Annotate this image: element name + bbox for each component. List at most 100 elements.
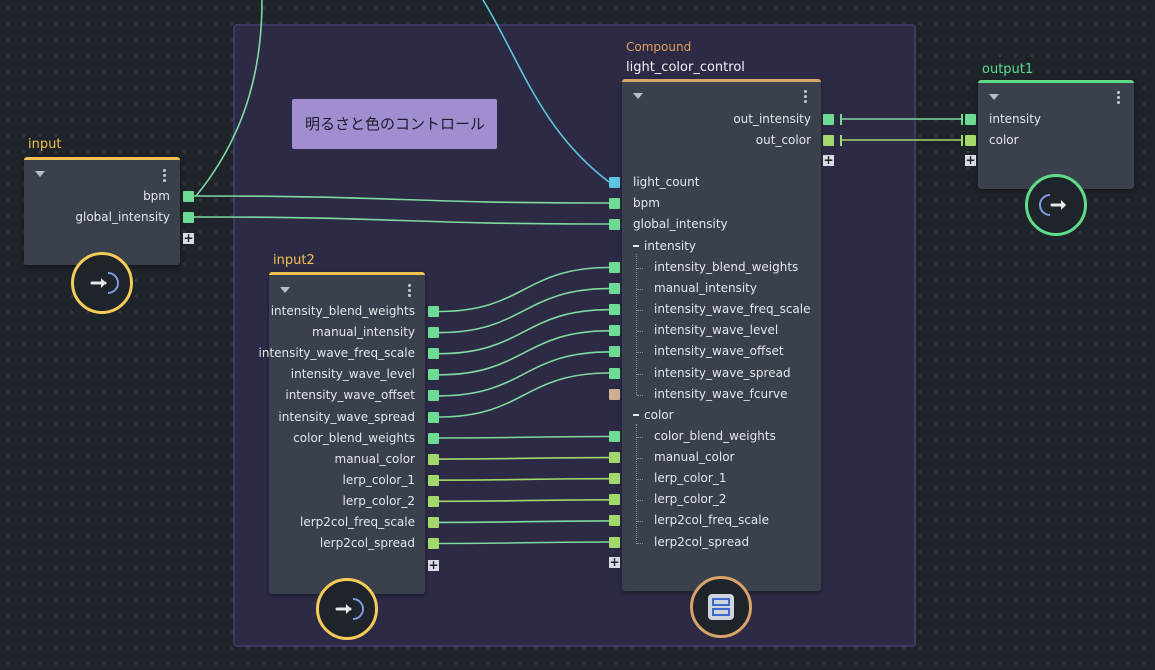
- output-port[interactable]: [428, 432, 439, 444]
- output-port[interactable]: [183, 191, 194, 202]
- add-port-button[interactable]: +: [823, 153, 834, 167]
- compound-node[interactable]: [622, 79, 821, 591]
- port-connector: [961, 135, 963, 146]
- input-port[interactable]: [609, 325, 620, 337]
- input-port[interactable]: [609, 219, 620, 230]
- group-item-label: manual_color: [654, 450, 735, 465]
- output-port[interactable]: [428, 327, 439, 339]
- sticky-note[interactable]: 明るさと色のコントロール: [292, 99, 497, 149]
- input2-node[interactable]: [269, 272, 425, 594]
- collapse-group-icon[interactable]: [633, 245, 639, 247]
- output-node-title: output1: [982, 62, 1034, 77]
- output-port[interactable]: [428, 517, 439, 528]
- input-port[interactable]: [609, 494, 620, 506]
- collapse-arrow-icon[interactable]: [633, 93, 643, 99]
- collapse-arrow-icon[interactable]: [35, 171, 45, 177]
- input-port[interactable]: [609, 262, 620, 273]
- input-port[interactable]: [609, 536, 620, 548]
- add-port-button[interactable]: +: [609, 555, 620, 569]
- input2-port-label: color_blend_weights: [293, 430, 415, 445]
- input-port[interactable]: [609, 431, 620, 442]
- port-connector: [840, 135, 842, 146]
- kebab-menu-icon[interactable]: [804, 90, 807, 103]
- output-node-action-button[interactable]: [1025, 174, 1087, 236]
- kebab-menu-icon[interactable]: [163, 169, 166, 182]
- group-item-label: intensity_wave_level: [654, 323, 779, 338]
- input-port[interactable]: [609, 388, 620, 400]
- input2-port-label: intensity_blend_weights: [270, 304, 415, 318]
- output-port[interactable]: [823, 135, 834, 146]
- add-port-button[interactable]: +: [428, 558, 439, 572]
- group-item-label: intensity_wave_offset: [654, 344, 784, 359]
- collapse-arrow-icon[interactable]: [280, 287, 290, 293]
- input2-node-title: input2: [273, 253, 315, 268]
- group-item-label: lerp_color_2: [654, 492, 727, 507]
- compound-icon: [708, 594, 734, 620]
- arrow-in-icon: [90, 272, 119, 294]
- input-port[interactable]: [609, 304, 620, 316]
- input-port[interactable]: [609, 515, 620, 527]
- input2-port-label: lerp_color_1: [342, 472, 415, 487]
- input2-port-label: lerp_color_2: [342, 493, 415, 508]
- input-port[interactable]: [609, 283, 620, 295]
- group-item-label: lerp2col_spread: [654, 534, 750, 549]
- group-item-label: color_blend_weights: [654, 429, 776, 443]
- input-port[interactable]: [965, 135, 976, 146]
- output-port[interactable]: [428, 411, 439, 423]
- input-port[interactable]: [609, 198, 620, 209]
- group-label-color: color: [644, 408, 674, 422]
- group-item-label: intensity_wave_fcurve: [654, 386, 788, 401]
- tree-guide: [637, 394, 643, 396]
- compound-output-label: out_color: [755, 133, 811, 147]
- output-port[interactable]: [428, 538, 439, 550]
- output-port[interactable]: [428, 474, 439, 486]
- compound-output-label: out_intensity: [733, 112, 811, 126]
- output-node[interactable]: [978, 80, 1134, 189]
- compound-input-label: global_intensity: [633, 217, 728, 231]
- output-port[interactable]: [428, 453, 439, 465]
- collapse-arrow-icon[interactable]: [989, 94, 999, 100]
- input2-node-action-button[interactable]: [316, 578, 378, 640]
- tree-guide: [637, 437, 643, 438]
- input2-port-label: intensity_wave_level: [290, 367, 415, 382]
- input-port[interactable]: [609, 346, 620, 358]
- output-port[interactable]: [428, 348, 439, 360]
- group-item-label: lerp_color_1: [654, 471, 727, 486]
- tree-guide: [637, 542, 643, 544]
- tree-guide: [637, 352, 643, 354]
- group-label-intensity: intensity: [644, 239, 697, 253]
- kebab-menu-icon[interactable]: [1117, 91, 1120, 104]
- input-port[interactable]: [609, 452, 620, 464]
- input-node-action-button[interactable]: [71, 252, 133, 314]
- collapse-group-icon[interactable]: [633, 414, 639, 416]
- output-port[interactable]: [428, 306, 439, 317]
- port-connector: [961, 114, 963, 125]
- add-port-button[interactable]: +: [965, 153, 976, 167]
- add-port-button[interactable]: +: [183, 231, 194, 245]
- input2-port-label: manual_color: [334, 451, 416, 466]
- tree-guide: [637, 479, 643, 481]
- arrow-in-icon: [335, 598, 364, 620]
- input-node[interactable]: [24, 157, 180, 265]
- compound-node-title: light_color_control: [626, 60, 745, 75]
- compound-input-label: light_count: [633, 175, 700, 189]
- output-port-label: intensity: [989, 112, 1042, 126]
- input-port[interactable]: [609, 473, 620, 485]
- arrow-out-icon: [1039, 194, 1066, 216]
- input-port-label: global_intensity: [75, 210, 170, 224]
- output-port[interactable]: [428, 390, 439, 402]
- output-port[interactable]: [823, 114, 834, 125]
- output-port[interactable]: [428, 495, 439, 507]
- input2-port-label: manual_intensity: [312, 325, 415, 340]
- kebab-menu-icon[interactable]: [408, 284, 411, 297]
- group-item-label: intensity_wave_freq_scale: [654, 302, 811, 317]
- tree-guide: [637, 500, 643, 502]
- output-port[interactable]: [183, 212, 194, 223]
- input-port[interactable]: [609, 367, 620, 379]
- group-item-label: intensity_blend_weights: [654, 260, 799, 274]
- tree-guide: [637, 331, 643, 333]
- output-port[interactable]: [428, 369, 439, 381]
- compound-node-action-button[interactable]: [690, 576, 752, 638]
- input-port[interactable]: [609, 177, 620, 188]
- input-port[interactable]: [965, 114, 976, 125]
